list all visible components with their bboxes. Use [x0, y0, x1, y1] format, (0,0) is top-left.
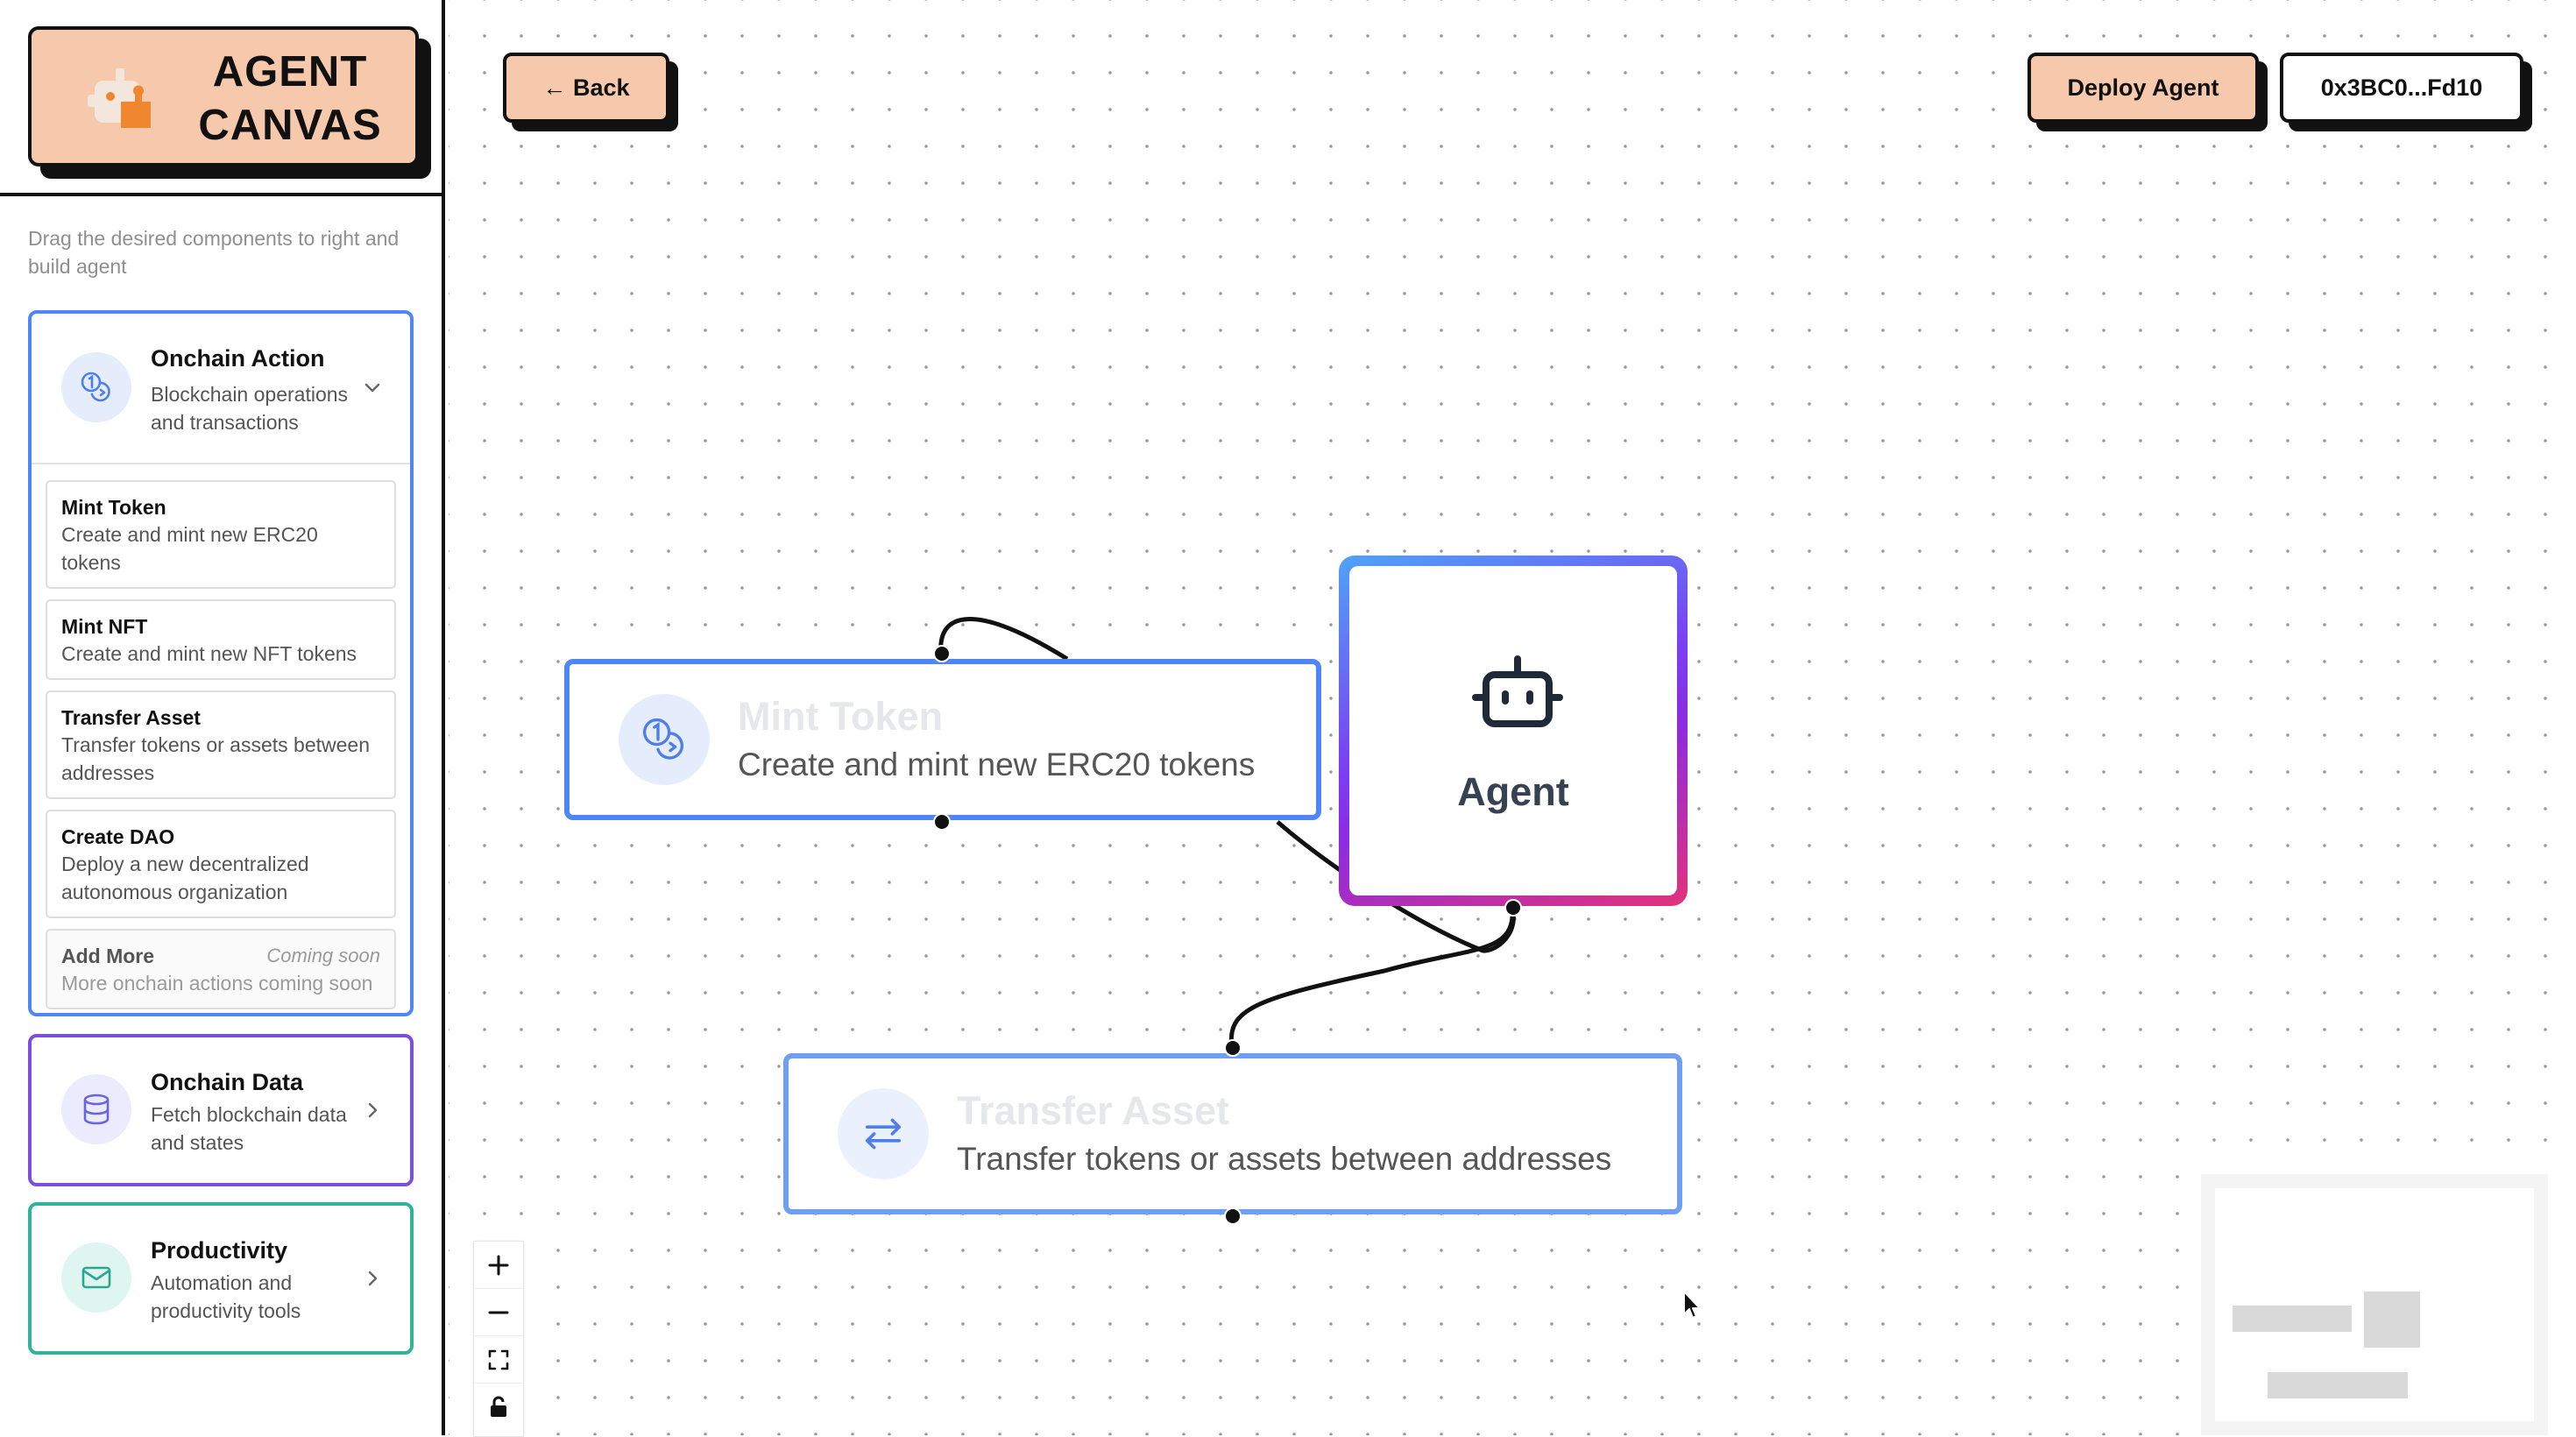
minimap[interactable] — [2201, 1174, 2548, 1435]
component-description: Deploy a new decentralized autonomous or… — [61, 853, 309, 903]
category-title: Onchain Action — [151, 345, 325, 372]
component-mint-nft[interactable]: Mint NFT Create and mint new NFT tokens — [46, 599, 396, 680]
component-title: Mint NFT — [61, 615, 148, 638]
category-header-onchain-action[interactable]: Onchain Action Blockchain operations and… — [32, 314, 410, 463]
wallet-button-wrap: 0x3BC0...Fd10 — [2280, 53, 2532, 131]
node-handle-bottom[interactable] — [1504, 899, 1522, 917]
zoom-out-button[interactable] — [474, 1289, 523, 1336]
node-title: Transfer Asset — [957, 1088, 1229, 1133]
zoom-controls — [473, 1241, 524, 1437]
category-items: Mint Token Create and mint new ERC20 tok… — [32, 463, 410, 1023]
arrows-swap-icon — [838, 1088, 929, 1179]
node-description: Create and mint new ERC20 tokens — [738, 747, 1256, 782]
minimap-node — [2268, 1372, 2408, 1398]
mail-icon — [61, 1242, 131, 1313]
sidebar: AGENT CANVAS Drag the desired components… — [0, 0, 445, 1435]
node-transfer-asset[interactable]: Transfer Asset Transfer tokens or assets… — [783, 1053, 1682, 1214]
fit-view-button[interactable] — [474, 1336, 523, 1384]
node-handle-bottom[interactable] — [933, 813, 951, 831]
component-mint-token[interactable]: Mint Token Create and mint new ERC20 tok… — [46, 480, 396, 589]
back-button[interactable]: ← Back — [503, 53, 669, 123]
category-onchain-data[interactable]: Onchain Data Fetch blockchain data and s… — [28, 1034, 414, 1186]
deploy-agent-button[interactable]: Deploy Agent — [2028, 53, 2259, 123]
deploy-button-wrap: Deploy Agent — [2028, 53, 2268, 131]
component-title: Mint Token — [61, 496, 166, 519]
component-description: More onchain actions coming soon — [61, 972, 373, 995]
component-description: Transfer tokens or assets between addres… — [61, 733, 370, 784]
category-onchain-action: Onchain Action Blockchain operations and… — [28, 310, 414, 1016]
category-title: Productivity — [151, 1237, 288, 1264]
component-title: Create DAO — [61, 825, 175, 848]
back-button-wrap: ← Back — [503, 53, 678, 131]
database-icon — [61, 1074, 131, 1144]
node-agent[interactable]: Agent — [1339, 556, 1688, 906]
wallet-address-button[interactable]: 0x3BC0...Fd10 — [2280, 53, 2523, 123]
component-transfer-asset[interactable]: Transfer Asset Transfer tokens or assets… — [46, 690, 396, 799]
sidebar-divider — [0, 193, 445, 196]
robot-puzzle-icon — [88, 68, 151, 128]
agent-label: Agent — [1457, 769, 1569, 814]
component-description: Create and mint new NFT tokens — [61, 642, 357, 665]
minimap-node — [2364, 1292, 2420, 1348]
node-handle-bottom[interactable] — [1224, 1207, 1242, 1225]
category-description: Fetch blockchain data and states — [151, 1103, 347, 1154]
coming-soon-badge: Coming soon — [266, 945, 380, 966]
plus-icon — [488, 1255, 509, 1275]
component-add-more: Add More Coming soon More onchain action… — [46, 929, 396, 1009]
mouse-cursor — [1683, 1291, 1701, 1319]
chevron-right-icon[interactable] — [361, 1267, 384, 1290]
component-title: Transfer Asset — [61, 706, 201, 729]
category-description: Blockchain operations and transactions — [151, 383, 349, 434]
node-handle-top[interactable] — [1224, 1039, 1242, 1057]
minus-icon — [488, 1311, 509, 1313]
category-description: Automation and productivity tools — [151, 1271, 301, 1322]
coins-icon — [619, 694, 710, 785]
node-title: Mint Token — [738, 694, 944, 739]
app-title: AGENT CANVAS — [198, 48, 382, 149]
lock-button[interactable] — [474, 1384, 523, 1431]
zoom-in-button[interactable] — [474, 1242, 523, 1289]
lock-icon — [491, 1396, 506, 1417]
coins-icon — [61, 352, 131, 422]
minimap-node — [2233, 1306, 2352, 1332]
category-title: Onchain Data — [151, 1069, 304, 1095]
node-handle-top[interactable] — [933, 645, 951, 662]
app-logo[interactable]: AGENT CANVAS — [28, 26, 431, 179]
chevron-down-icon[interactable] — [361, 377, 384, 400]
chevron-right-icon[interactable] — [361, 1099, 384, 1122]
category-productivity[interactable]: Productivity Automation and productivity… — [28, 1202, 414, 1355]
fit-view-icon — [488, 1349, 509, 1370]
node-description: Transfer tokens or assets between addres… — [957, 1141, 1612, 1177]
robot-icon — [1472, 655, 1563, 727]
component-description: Create and mint new ERC20 tokens — [61, 523, 318, 574]
component-title: Add More Coming soon — [61, 945, 380, 967]
component-create-dao[interactable]: Create DAO Deploy a new decentralized au… — [46, 810, 396, 918]
sidebar-hint: Drag the desired components to right and… — [28, 227, 400, 278]
node-mint-token[interactable]: Mint Token Create and mint new ERC20 tok… — [564, 659, 1321, 820]
